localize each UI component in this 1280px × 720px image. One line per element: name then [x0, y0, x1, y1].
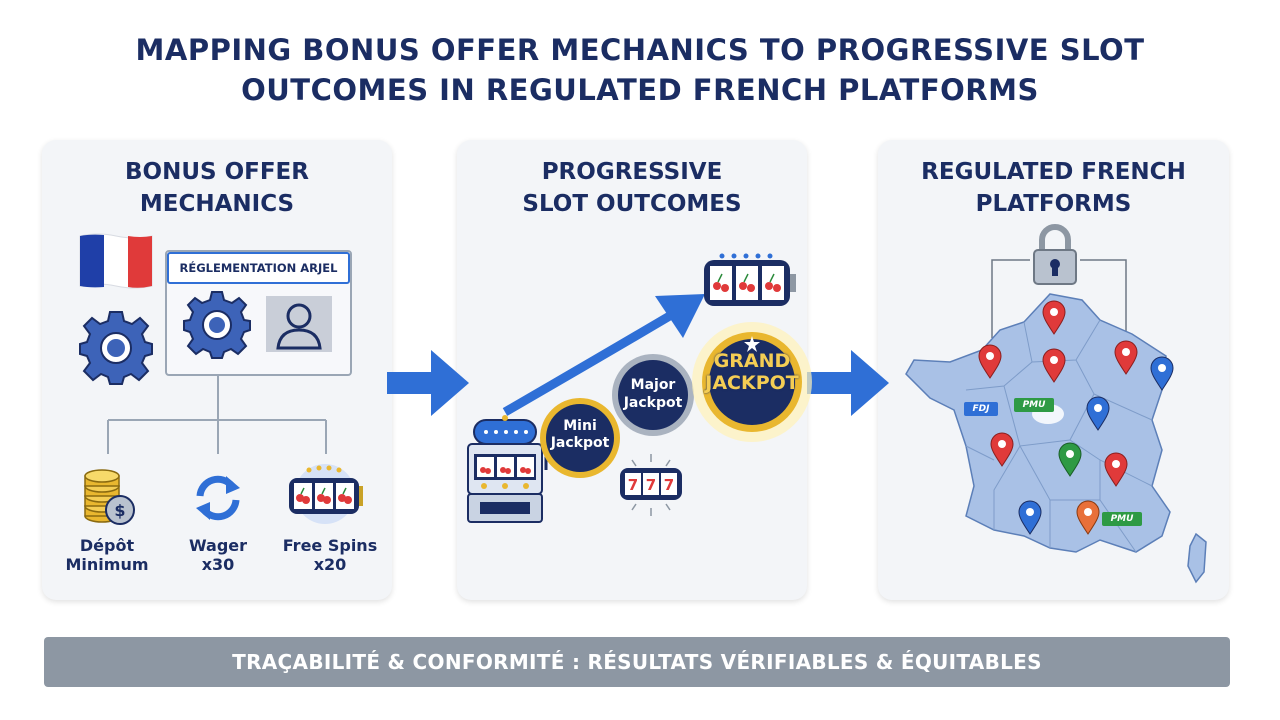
pmu-badge: PMU	[1014, 398, 1054, 412]
svg-text:7: 7	[646, 476, 656, 494]
mechanic-label-wager: Wager x30	[188, 536, 248, 574]
map-pin-icon	[1076, 500, 1100, 535]
svg-text:$: $	[114, 501, 125, 520]
panel-title: PROGRESSIVE SLOT OUTCOMES	[522, 159, 742, 217]
svg-text:7: 7	[628, 476, 638, 494]
flow-arrow-icon	[807, 350, 889, 416]
grand-jackpot-icon	[692, 322, 812, 442]
mini-jackpot-label: Mini Jackpot	[550, 418, 610, 451]
page-title: MAPPING BONUS OFFER MECHANICS TO PROGRES…	[0, 30, 1280, 110]
slot-reels-icon	[704, 253, 796, 306]
mini-jackpot-icon	[540, 398, 620, 478]
france-map	[905, 293, 1207, 584]
user-icon	[266, 296, 332, 352]
refresh-icon	[196, 475, 240, 521]
map-pin-icon	[1042, 300, 1066, 335]
regulation-header: RÉGLEMENTATION ARJEL	[167, 252, 350, 284]
connector-lines	[107, 376, 327, 454]
map-pin-icon	[1114, 340, 1138, 375]
slot-reels-icon	[289, 464, 363, 524]
mechanic-label-free-spins: Free Spins x20	[282, 536, 378, 574]
mechanic-label-deposit: Dépôt Minimum	[65, 536, 149, 574]
title-line-1: MAPPING BONUS OFFER MECHANICS TO PROGRES…	[135, 33, 1145, 67]
map-pin-icon	[990, 432, 1014, 467]
map-pin-icon	[1042, 348, 1066, 383]
map-pin-icon	[978, 344, 1002, 379]
svg-text:7: 7	[664, 476, 674, 494]
major-jackpot-icon	[612, 354, 694, 436]
map-pin-icon	[1058, 442, 1082, 477]
slot-machine-icon	[467, 415, 550, 523]
map-pin-icon	[1104, 452, 1128, 487]
fdj-badge: FDJ	[964, 402, 998, 416]
grand-jackpot-label: GRAND JACKPOT	[705, 350, 799, 394]
lock-connector-lines	[991, 259, 1127, 338]
map-pin-icon	[1086, 396, 1110, 431]
gear-icon	[79, 311, 153, 385]
panel-title: REGULATED FRENCH PLATFORMS	[921, 159, 1186, 217]
coins-icon: $	[84, 469, 135, 525]
major-jackpot-label: Major Jackpot	[623, 377, 683, 411]
pmu-badge: PMU	[1102, 512, 1142, 526]
compliance-banner: TRAÇABILITÉ & CONFORMITÉ : RÉSULTATS VÉR…	[44, 637, 1230, 687]
map-pin-icon	[1150, 356, 1174, 391]
flow-arrow-icon	[387, 350, 469, 416]
panel-title: BONUS OFFER MECHANICS	[125, 159, 309, 217]
gear-icon	[183, 291, 251, 359]
map-pin-icon	[1018, 500, 1042, 535]
title-line-2: OUTCOMES IN REGULATED FRENCH PLATFORMS	[241, 73, 1039, 107]
padlock-icon	[1033, 224, 1077, 285]
trend-arrow-icon	[502, 294, 705, 416]
france-flag-icon	[79, 233, 153, 289]
